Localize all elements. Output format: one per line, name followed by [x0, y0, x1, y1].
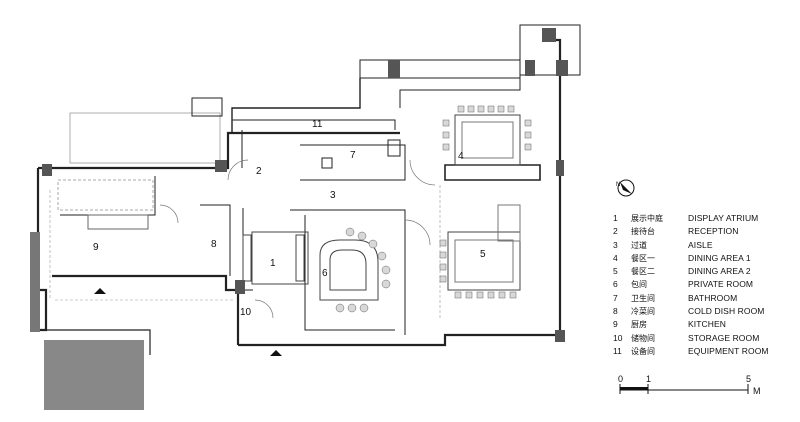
- legend-english-name: STORAGE ROOM: [688, 332, 760, 343]
- scale-tick-1: 1: [646, 374, 651, 384]
- legend-row: 10 储物间 STORAGE ROOM: [613, 332, 793, 345]
- legend-number: 3: [613, 239, 618, 250]
- legend-row: 9 厨房 KITCHEN: [613, 318, 793, 331]
- legend-english-name: COLD DISH ROOM: [688, 306, 765, 317]
- legend-english-name: PRIVATE ROOM: [688, 279, 754, 290]
- legend-chinese-name: 厨房: [631, 320, 647, 330]
- legend-chinese-name: 过道: [631, 240, 647, 250]
- legend-chinese-name: 餐区二: [631, 267, 655, 277]
- room-number-2: 2: [256, 166, 262, 177]
- legend-row: 7 卫生间 BATHROOM: [613, 292, 793, 305]
- legend-number: 4: [613, 252, 618, 263]
- legend-chinese-name: 餐区一: [631, 253, 655, 263]
- legend-row: 11 设备间 EQUIPMENT ROOM: [613, 345, 793, 358]
- scale-bar: 0 1 5 M: [618, 374, 761, 396]
- legend-number: 9: [613, 319, 618, 330]
- legend-row: 6 包间 PRIVATE ROOM: [613, 278, 793, 291]
- legend-chinese-name: 卫生间: [631, 293, 655, 303]
- legend-number: 1: [613, 213, 618, 223]
- room-number-8: 8: [211, 239, 217, 250]
- legend-english-name: DINING AREA 1: [688, 252, 751, 263]
- room-number-3: 3: [330, 190, 336, 201]
- legend-english-name: DINING AREA 2: [688, 266, 751, 277]
- scale-tick-5: 5: [746, 374, 751, 384]
- legend-row: 4 餐区一 DINING AREA 1: [613, 252, 793, 265]
- legend-number: 7: [613, 292, 618, 303]
- room-number-9: 9: [93, 242, 99, 253]
- scale-tick-0: 0: [618, 374, 623, 384]
- legend-number: 5: [613, 266, 618, 277]
- legend-row: 8 冷菜间 COLD DISH ROOM: [613, 305, 793, 318]
- legend-english-name: DISPLAY ATRIUM: [688, 213, 759, 223]
- room-number-7: 7: [350, 150, 356, 161]
- floor-plan-drawing: 1 2 3 4 5 6 7 8 9 10 11: [30, 24, 581, 410]
- legend-chinese-name: 冷菜间: [631, 307, 655, 317]
- legend-chinese-name: 展示中庭: [631, 214, 663, 223]
- legend-chinese-name: 设备间: [631, 346, 655, 356]
- legend-chinese-name: 储物间: [631, 333, 655, 343]
- north-label: N: [616, 182, 620, 188]
- legend-english-name: AISLE: [688, 239, 713, 250]
- legend-chinese-name: 接待台: [631, 227, 655, 237]
- room-legend: 1 展示中庭 DISPLAY ATRIUM 2 接待台 RECEPTION 3 过道 AISLE…: [613, 212, 793, 358]
- legend-english-name: RECEPTION: [688, 226, 739, 237]
- entry-arrow-icon: [94, 288, 282, 356]
- room-number-1: 1: [270, 258, 276, 269]
- legend-number: 6: [613, 279, 618, 290]
- legend-english-name: KITCHEN: [688, 319, 727, 330]
- legend-number: 11: [613, 345, 622, 356]
- legend-row: 2 接待台 RECEPTION: [613, 225, 793, 238]
- legend-row: 5 餐区二 DINING AREA 2: [613, 265, 793, 278]
- room-number-6: 6: [322, 268, 328, 279]
- legend-chinese-name: 包间: [631, 280, 647, 290]
- room-number-11: 11: [312, 119, 323, 130]
- legend-english-name: EQUIPMENT ROOM: [688, 345, 769, 356]
- room-number-5: 5: [480, 249, 486, 260]
- legend-english-name: BATHROOM: [688, 292, 738, 303]
- legend-number: 2: [613, 226, 618, 237]
- legend-number: 10: [613, 332, 623, 343]
- room-number-4: 4: [458, 151, 464, 162]
- legend-row: 1 展示中庭 DISPLAY ATRIUM: [613, 212, 793, 225]
- north-arrow-icon: N: [616, 179, 635, 197]
- legend-row: 3 过道 AISLE: [613, 239, 793, 252]
- room-number-10: 10: [240, 307, 252, 318]
- legend-number: 8: [613, 306, 618, 317]
- scale-unit: M: [753, 386, 761, 396]
